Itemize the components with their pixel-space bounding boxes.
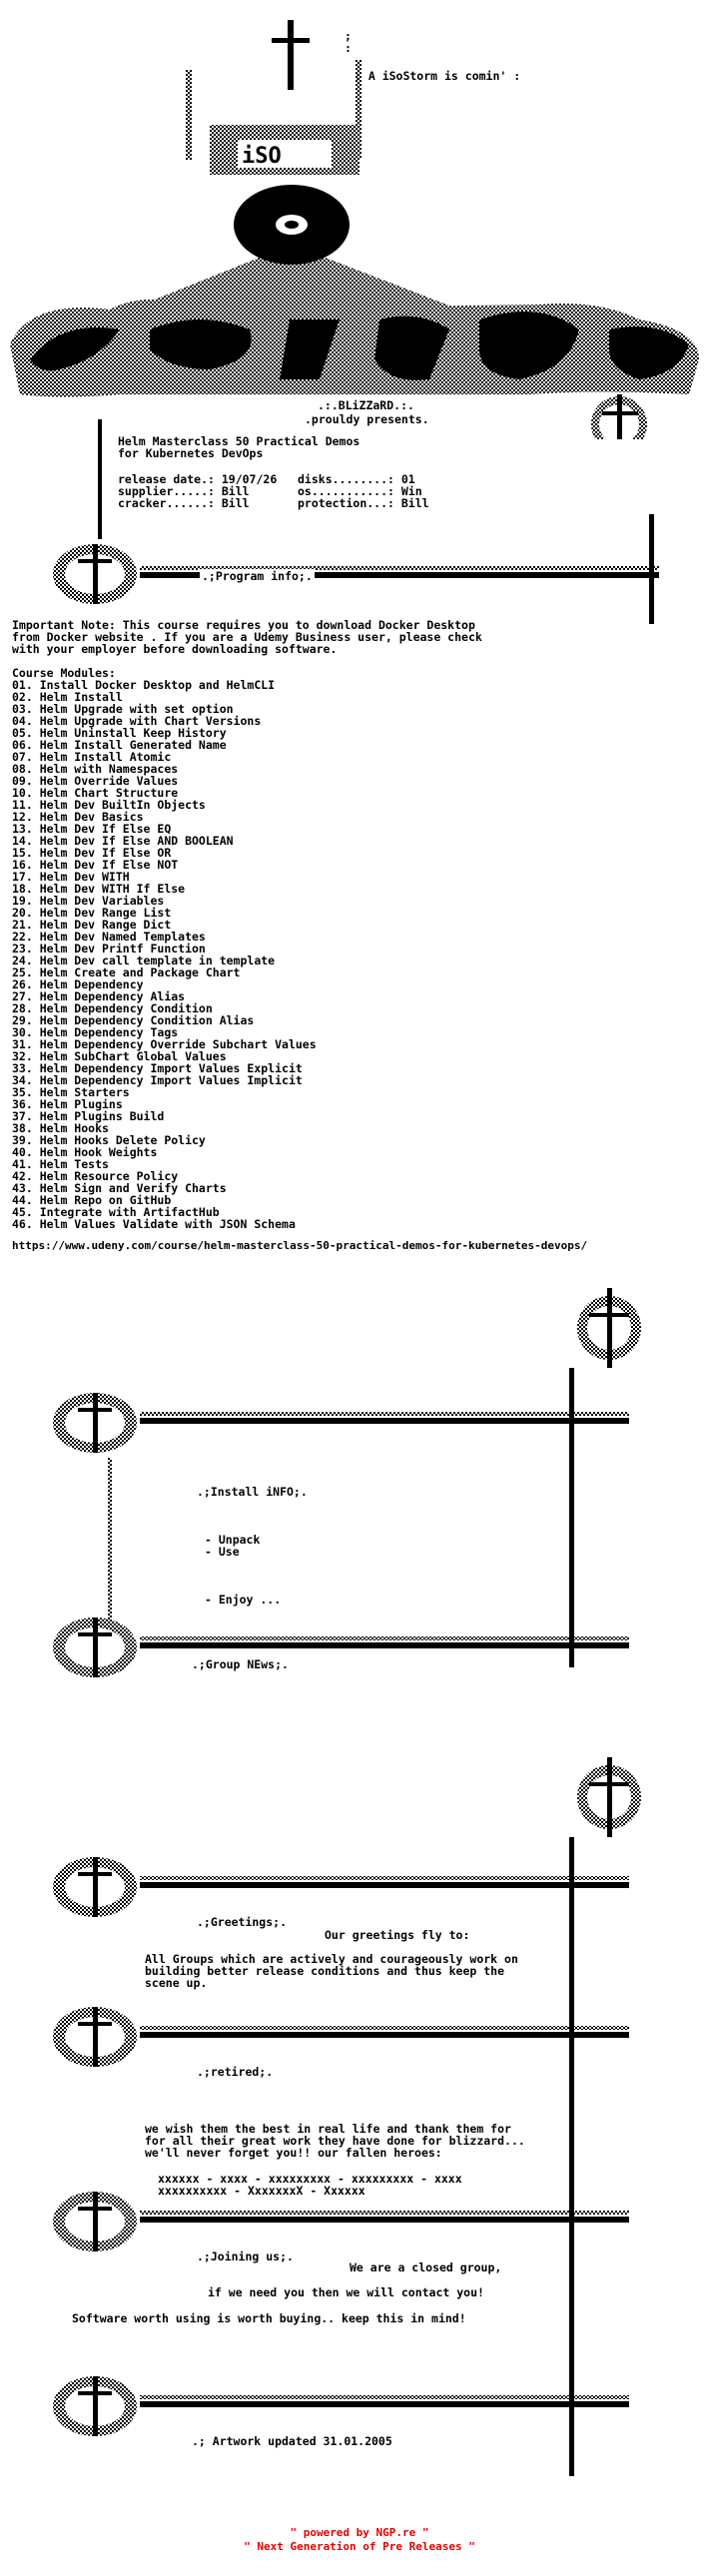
module-item: 18. Helm Dev WITH If Else <box>12 882 186 896</box>
module-item: 45. Integrate with ArtifactHub <box>12 1205 220 1219</box>
install-step-enjoy: - Enjoy ... <box>205 1593 282 1607</box>
course-url[interactable]: https://www.udeny.com/course/helm-master… <box>12 1239 588 1252</box>
footer-line-1: " powered by NGP.re " <box>290 2526 429 2539</box>
module-item: 21. Helm Dev Range Dict <box>12 918 172 932</box>
release-title-2: for Kubernetes DevOps <box>118 446 264 460</box>
teaser-text: : A iSoStorm is comin' : <box>355 69 521 83</box>
module-item: 06. Helm Install Generated Name <box>12 738 227 752</box>
program-info-label: .;Program info;. <box>200 569 315 583</box>
module-item: 37. Helm Plugins Build <box>12 1109 165 1123</box>
joining-line-1: We are a closed group, <box>350 2260 502 2274</box>
module-item: 39. Helm Hooks Delete Policy <box>12 1133 206 1147</box>
greetings-body-2: building better release conditions and t… <box>145 1964 505 1978</box>
iso-logo-text: iSO <box>242 144 282 169</box>
retired-body-2: for all their great work they have done … <box>145 2134 525 2148</box>
presents-text: .prouldy presents. <box>305 412 429 426</box>
module-item: 31. Helm Dependency Override Subchart Va… <box>12 1037 317 1051</box>
install-step-use: - Use <box>205 1545 240 1559</box>
release-row-2: supplier.....: Bill os...........: Win <box>118 484 422 498</box>
module-item: 11. Helm Dev BuiltIn Objects <box>12 798 206 812</box>
greetings-intro: Our greetings fly to: <box>325 1928 470 1942</box>
module-item: 19. Helm Dev Variables <box>12 894 165 908</box>
module-item: 36. Helm Plugins <box>12 1097 123 1111</box>
install-step-unpack: - Unpack <box>205 1533 261 1547</box>
retired-label: .;retired;. <box>195 2065 276 2079</box>
module-item: 09. Helm Override Values <box>12 774 179 788</box>
release-row-3: cracker......: Bill protection...: Bill <box>118 496 429 510</box>
blizzard-logo-art <box>10 20 699 439</box>
module-item: 44. Helm Repo on GitHub <box>12 1193 172 1207</box>
module-item: 03. Helm Upgrade with set option <box>12 702 234 716</box>
module-item: 35. Helm Starters <box>12 1085 130 1099</box>
module-item: 33. Helm Dependency Import Values Explic… <box>12 1061 303 1075</box>
footer-line-2: " Next Generation of Pre Releases " <box>244 2540 475 2553</box>
module-item: 26. Helm Dependency <box>12 977 144 991</box>
module-item: 41. Helm Tests <box>12 1157 109 1171</box>
greetings-label: .;Greetings;. <box>195 1915 290 1929</box>
module-item: 34. Helm Dependency Import Values Implic… <box>12 1073 303 1087</box>
note-line-2: from Docker website . If you are a Udemy… <box>12 630 482 644</box>
module-item: 02. Helm Install <box>12 690 123 704</box>
note-line-1: Important Note: This course requires you… <box>12 618 475 632</box>
program-info-bar-art <box>53 514 659 624</box>
module-item: 05. Helm Uninstall Keep History <box>12 726 227 740</box>
module-item: 22. Helm Dev Named Templates <box>12 930 206 944</box>
joining-line-3: Software worth using is worth buying.. k… <box>72 2311 466 2325</box>
greetings-body-1: All Groups which are actively and courag… <box>145 1952 518 1966</box>
release-row-1: release date.: 19/07/26 disks........: 0… <box>118 472 415 486</box>
install-info-label: .;Install iNFO;. <box>195 1485 310 1499</box>
release-title-1: Helm Masterclass 50 Practical Demos <box>118 434 360 448</box>
module-item: 30. Helm Dependency Tags <box>12 1025 179 1039</box>
teaser-dots-2: : <box>345 41 352 55</box>
module-item: 40. Helm Hook Weights <box>12 1145 158 1159</box>
module-item: 12. Helm Dev Basics <box>12 810 144 824</box>
greetings-frame-art <box>53 1757 641 2476</box>
note-line-3: with your employer before downloading so… <box>12 642 338 656</box>
module-item: 04. Helm Upgrade with Chart Versions <box>12 714 262 728</box>
greetings-body-3: scene up. <box>145 1976 208 1990</box>
module-item: 13. Helm Dev If Else EQ <box>12 822 172 836</box>
module-item: 38. Helm Hooks <box>12 1121 109 1135</box>
group-news-label: .;Group NEws;. <box>190 1657 291 1671</box>
module-item: 14. Helm Dev If Else AND BOOLEAN <box>12 834 234 848</box>
module-item: 08. Helm with Namespaces <box>12 762 179 776</box>
module-item: 01. Install Docker Desktop and HelmCLI <box>12 678 276 692</box>
module-item: 25. Helm Create and Package Chart <box>12 966 241 979</box>
joining-label: .;Joining us;. <box>195 2250 296 2263</box>
module-item: 32. Helm SubChart Global Values <box>12 1049 227 1063</box>
module-item: 23. Helm Dev Printf Function <box>12 942 206 956</box>
crew-name: .:.BLiZZaRD.:. <box>318 398 414 412</box>
module-item: 24. Helm Dev call template in template <box>12 954 276 967</box>
module-item: 16. Helm Dev If Else NOT <box>12 858 179 872</box>
module-item: 43. Helm Sign and Verify Charts <box>12 1181 227 1195</box>
module-item: 29. Helm Dependency Condition Alias <box>12 1013 255 1027</box>
teaser-dots: ; <box>345 29 352 43</box>
modules-title: Course Modules: <box>12 666 116 680</box>
retired-body-3: we'll never forget you!! our fallen hero… <box>145 2146 442 2160</box>
install-frame-art <box>53 1288 641 1677</box>
module-item: 07. Helm Install Atomic <box>12 750 172 764</box>
release-pipe-left <box>98 419 102 539</box>
joining-line-2: if we need you then we will contact you! <box>208 2285 484 2299</box>
module-item: 20. Helm Dev Range List <box>12 906 172 920</box>
artwork-label: .; Artwork updated 31.01.2005 <box>190 2434 394 2448</box>
module-item: 46. Helm Values Validate with JSON Schem… <box>12 1217 296 1231</box>
module-item: 15. Helm Dev If Else OR <box>12 846 172 860</box>
retired-body-1: we wish them the best in real life and t… <box>145 2122 511 2136</box>
module-item: 28. Helm Dependency Condition <box>12 1001 213 1015</box>
module-item: 10. Helm Chart Structure <box>12 786 179 800</box>
module-item: 27. Helm Dependency Alias <box>12 989 186 1003</box>
module-item: 42. Helm Resource Policy <box>12 1169 179 1183</box>
module-item: 17. Helm Dev WITH <box>12 870 130 884</box>
retired-names-1: xxxxxx - xxxx - xxxxxxxxx - xxxxxxxxx - … <box>158 2172 462 2186</box>
retired-names-2: xxxxxxxxxx - XxxxxxxX - Xxxxxx <box>158 2184 365 2198</box>
